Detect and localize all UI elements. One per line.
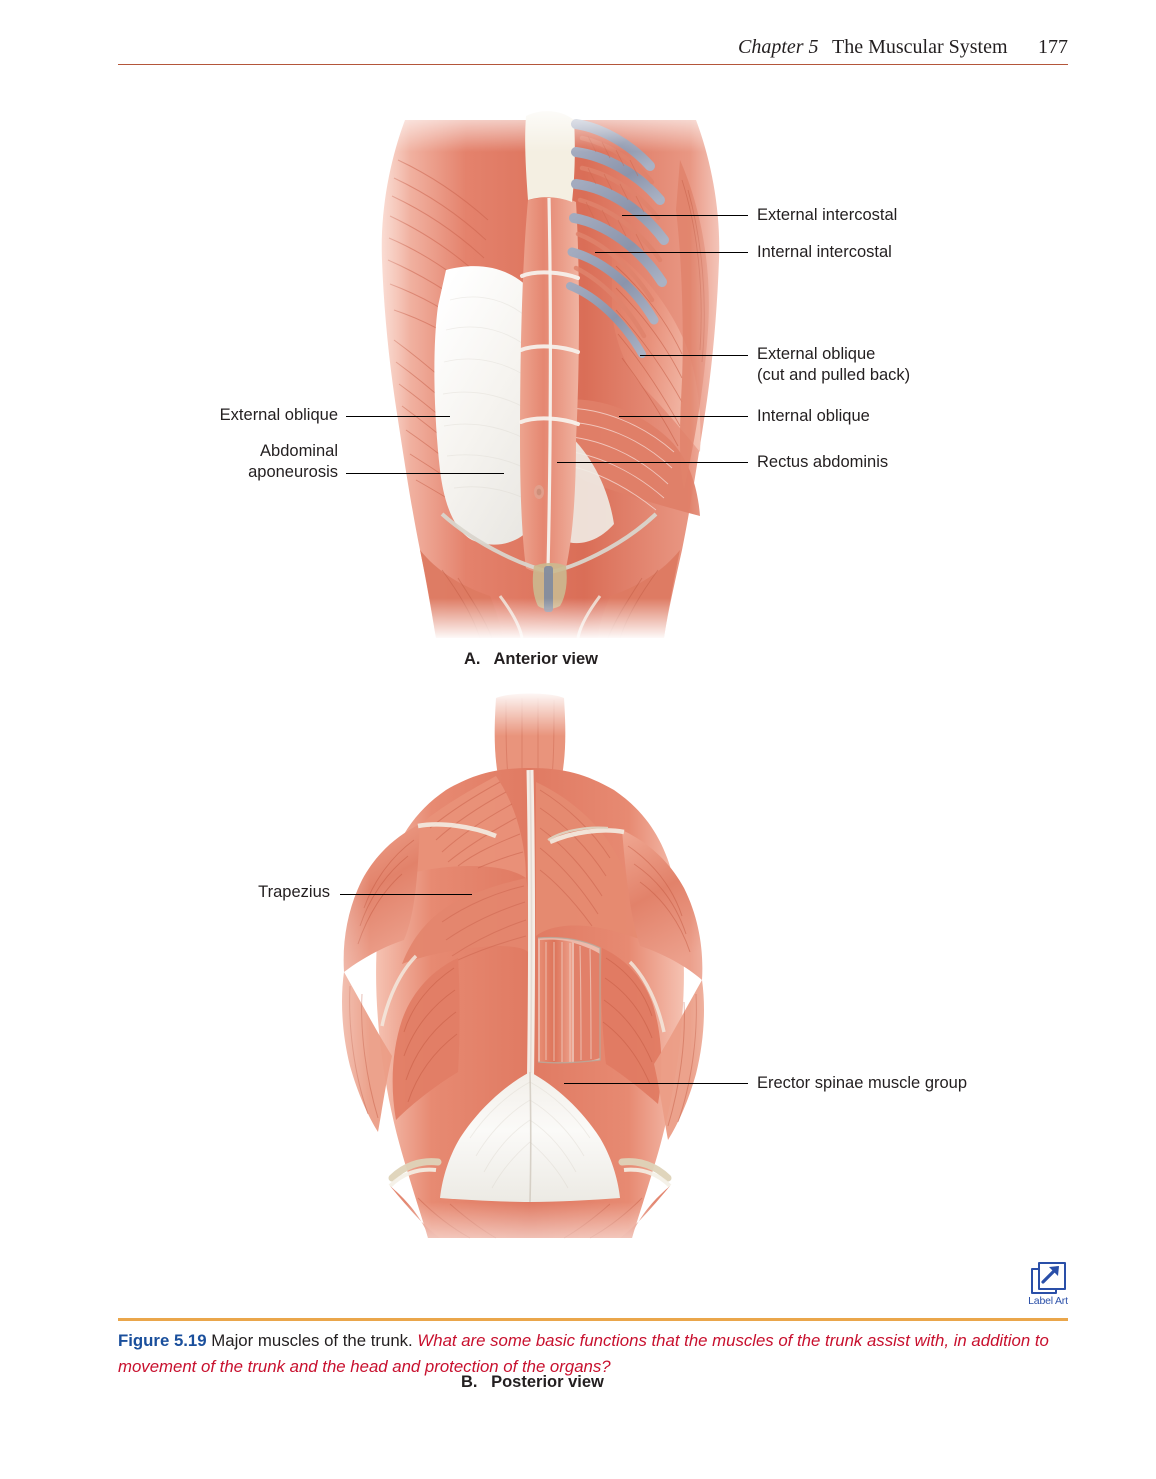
label-text-line1: Abdominal: [260, 442, 338, 460]
scapular-spine-left: [417, 822, 497, 839]
figure-caption-question: What are some basic functions that the m…: [118, 1331, 1049, 1376]
scapular-spine-right: [549, 828, 625, 845]
leader-external-oblique-left: [346, 416, 450, 417]
label-rectus-abdominis: Rectus abdominis: [757, 452, 888, 473]
leader-abdominal-aponeurosis: [346, 473, 504, 474]
figure-number: Figure 5.19: [118, 1331, 207, 1350]
label-text-line2: (cut and pulled back): [757, 366, 911, 384]
iliac-crest-right: [618, 1158, 672, 1182]
label-internal-oblique: Internal oblique: [757, 406, 870, 427]
caption-text: Anterior view: [493, 650, 599, 668]
header-divider: [118, 64, 1068, 65]
icon-square-front: [1038, 1262, 1066, 1290]
caption-divider: [118, 1318, 1068, 1321]
running-head: Chapter 5 The Muscular System 177: [118, 36, 1068, 66]
internal-oblique: [556, 399, 700, 516]
latissimus-dorsi-right: [601, 948, 662, 1104]
figure-caption-lead: Major muscles of the trunk.: [206, 1331, 418, 1350]
label-art-button[interactable]: Label Art: [1018, 1262, 1078, 1307]
ribs-and-intercostals: [566, 119, 669, 358]
caption-posterior-view: B. Posterior view: [461, 1373, 604, 1392]
arrow-icon: [1041, 1266, 1059, 1284]
label-text-line2: aponeurosis: [248, 463, 338, 481]
iliac-crest-left: [388, 1158, 442, 1182]
panel-anterior-view: External intercostal Internal intercosta…: [0, 80, 1156, 680]
label-external-oblique-cut: External oblique (cut and pulled back): [757, 344, 910, 386]
deltoid-right: [622, 830, 703, 980]
label-art-caption: Label Art: [1028, 1295, 1068, 1307]
page-number: 177: [1038, 36, 1068, 58]
leader-internal-oblique: [619, 416, 748, 417]
panel-posterior-view: Trapezius Erector spinae muscle group B.…: [0, 690, 1156, 1391]
running-head-chapter: Chapter 5: [738, 36, 819, 58]
erector-spinae-window: [537, 936, 601, 1064]
leader-erector-spinae: [564, 1083, 748, 1084]
label-erector-spinae: Erector spinae muscle group: [757, 1073, 967, 1094]
label-trapezius: Trapezius: [150, 882, 330, 903]
label-external-oblique-left: External oblique: [108, 405, 338, 426]
caption-letter: B.: [461, 1373, 478, 1391]
label-text: Internal oblique: [757, 407, 870, 425]
label-text: External intercostal: [757, 206, 898, 224]
label-text: Internal intercostal: [757, 243, 892, 261]
label-internal-intercostal: Internal intercostal: [757, 242, 892, 263]
caption-anterior-view: A. Anterior view: [464, 650, 598, 669]
leader-trapezius: [340, 894, 472, 895]
external-oblique-cut: [612, 250, 701, 452]
figure-caption: Figure 5.19 Major muscles of the trunk. …: [118, 1328, 1070, 1380]
anterior-trunk-illustration: [350, 100, 750, 640]
label-text-line1: External oblique: [757, 345, 876, 363]
leader-external-oblique-cut: [640, 355, 748, 356]
running-head-title: The Muscular System: [832, 36, 1008, 58]
label-text: Trapezius: [258, 883, 330, 901]
label-text: Erector spinae muscle group: [757, 1074, 968, 1092]
figure-5-19: External intercostal Internal intercosta…: [0, 80, 1156, 1391]
label-external-intercostal: External intercostal: [757, 205, 897, 226]
erector-spinae: [540, 939, 572, 1063]
leader-external-intercostal: [622, 215, 748, 216]
external-link-icon[interactable]: [1031, 1262, 1066, 1294]
caption-text: Posterior view: [491, 1373, 604, 1391]
caption-letter: A.: [464, 650, 481, 668]
posterior-trunk-illustration: [300, 690, 760, 1270]
label-text: External oblique: [219, 406, 338, 424]
leader-internal-intercostal: [595, 252, 748, 253]
label-text: Rectus abdominis: [757, 453, 889, 471]
label-abdominal-aponeurosis: Abdominal aponeurosis: [108, 441, 338, 483]
leader-rectus-abdominis: [557, 462, 748, 463]
latissimus-dorsi-left: [392, 958, 460, 1120]
